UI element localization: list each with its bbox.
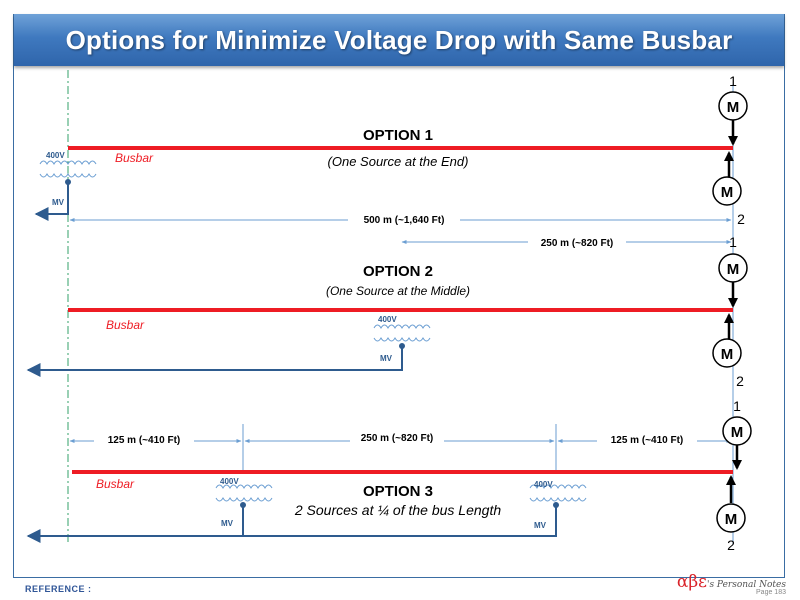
option-1-transformer — [39, 160, 97, 178]
option-3-subtitle: 2 Sources at ¼ of the bus Length — [294, 502, 501, 518]
option-1-group: Busbar OPTION 1 (One Source at the End) … — [34, 73, 748, 249]
option-2-subtitle: (One Source at the Middle) — [326, 284, 470, 298]
option-2-motor-2-number: 2 — [736, 373, 744, 389]
option-3-transformer-right — [529, 484, 587, 502]
option-3-motor-2-label: M — [725, 511, 738, 528]
option-1-mv-feeder — [34, 182, 69, 221]
option-3-voltage-label-left: 400V — [220, 477, 239, 486]
option-3-dim-left-label: 125 m (~410 Ft) — [108, 435, 181, 446]
title-bar: Options for Minimize Voltage Drop with S… — [14, 14, 784, 66]
option-3-motor-1-label: M — [731, 424, 744, 441]
option-2-motor-2: M — [712, 338, 742, 368]
option-1-motor-1: M — [718, 91, 748, 121]
option-3-busbar-label: Busbar — [96, 477, 135, 491]
option-1-motor-1-label: M — [727, 99, 740, 116]
option-3-motor-2-number: 2 — [727, 537, 735, 553]
option-1-busbar-label: Busbar — [115, 151, 154, 165]
option-3-heading: OPTION 3 — [363, 483, 433, 500]
option-2-motor-1-label: M — [727, 261, 740, 278]
brand-text: 's Personal Notes — [706, 580, 786, 590]
option-1-dim-full-label: 500 m (~1,640 Ft) — [364, 215, 445, 226]
option-3-mv-label-right: MV — [534, 521, 547, 530]
option-3-transformer-left — [215, 484, 273, 502]
reference-label: REFERENCE : — [25, 584, 92, 594]
option-1-motor-2-number: 2 — [737, 211, 745, 227]
option-1-heading: OPTION 1 — [363, 127, 433, 144]
option-1-motor-2-label: M — [721, 184, 734, 201]
slide-title: Options for Minimize Voltage Drop with S… — [65, 24, 733, 55]
option-3-motor-2: M — [716, 503, 746, 533]
option-3-dim-mid-label: 250 m (~820 Ft) — [361, 433, 434, 444]
option-2-group: Busbar OPTION 2 (One Source at the Middl… — [26, 234, 748, 389]
option-2-motor-1-number: 1 — [729, 234, 737, 250]
option-2-voltage-label: 400V — [378, 315, 397, 324]
option-1-mv-label: MV — [52, 198, 65, 207]
option-3-voltage-label-right: 400V — [534, 480, 553, 489]
option-3-mv-label-left: MV — [221, 519, 234, 528]
option-2-heading: OPTION 2 — [363, 263, 433, 280]
option-2-mv-feeder — [26, 346, 403, 377]
option-3-mv-feeder — [26, 505, 557, 543]
option-1-motor-2: M — [712, 176, 742, 206]
option-2-transformer — [373, 324, 431, 342]
brand-block: αβε's Personal Notes Page 183 — [677, 572, 786, 596]
option-1-dim-half-label: 250 m (~820 Ft) — [541, 238, 614, 249]
option-2-busbar-label: Busbar — [106, 318, 145, 332]
option-3-motor-1-number: 1 — [733, 398, 741, 414]
option-1-voltage-label: 400V — [46, 151, 65, 160]
option-1-motor-1-number: 1 — [729, 73, 737, 89]
option-3-group: 125 m (~410 Ft) 250 m (~820 Ft) 125 m (~… — [26, 398, 752, 553]
brand-symbol: αβε — [676, 572, 707, 592]
option-1-subtitle: (One Source at the End) — [328, 154, 469, 169]
option-3-motor-1: M — [722, 416, 752, 446]
option-2-motor-2-label: M — [721, 346, 734, 363]
option-2-motor-1: M — [718, 253, 748, 283]
option-3-dim-right-label: 125 m (~410 Ft) — [611, 435, 684, 446]
page-number: Page 183 — [756, 589, 786, 596]
option-2-mv-label: MV — [380, 354, 393, 363]
